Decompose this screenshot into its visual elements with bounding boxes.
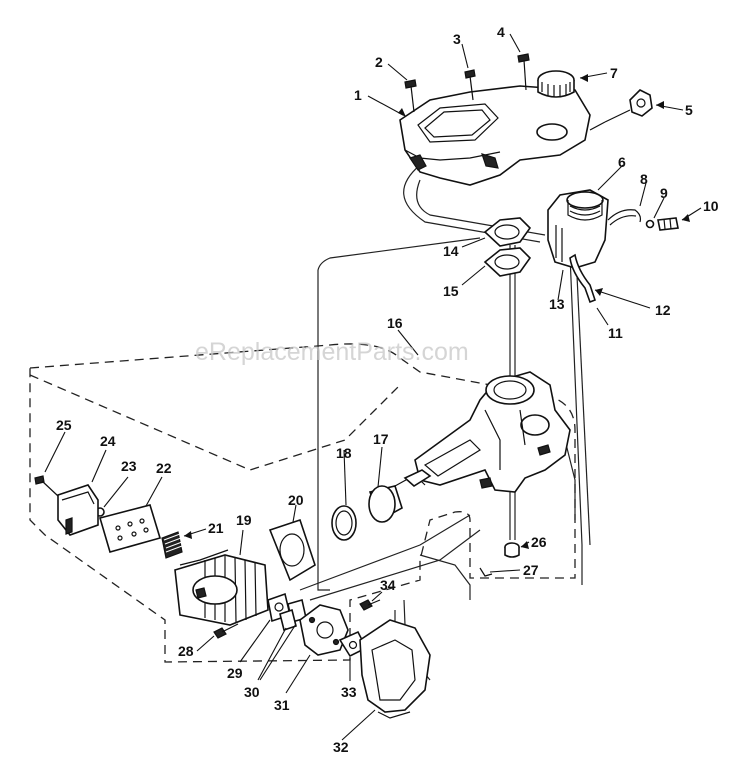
callout-34: 34 <box>380 577 396 593</box>
watermark: eReplacementParts.com <box>195 338 469 366</box>
screw-2 <box>404 79 417 113</box>
fuel-line-assembly <box>607 209 679 231</box>
piston <box>368 469 432 523</box>
gasket-15 <box>483 247 532 277</box>
callout-32: 32 <box>333 739 349 755</box>
callout-26: 26 <box>531 534 547 550</box>
muffler-cover <box>57 484 99 536</box>
callout-24: 24 <box>100 433 116 449</box>
bushing-26 <box>504 542 520 558</box>
callout-2: 2 <box>375 54 383 70</box>
screw-34 <box>359 599 381 611</box>
callout-13: 13 <box>549 296 565 312</box>
callout-21: 21 <box>208 520 224 536</box>
pin-27 <box>479 567 493 577</box>
callout-9: 9 <box>660 185 668 201</box>
screw-25 <box>34 475 59 497</box>
callout-19: 19 <box>236 512 252 528</box>
cylinder <box>174 549 269 626</box>
cylinder-gasket <box>268 518 316 582</box>
callout-30: 30 <box>244 684 260 700</box>
callout-5: 5 <box>685 102 693 118</box>
callout-20: 20 <box>288 492 304 508</box>
callout-10: 10 <box>703 198 719 214</box>
callout-3: 3 <box>453 31 461 47</box>
callout-7: 7 <box>610 65 618 81</box>
muffler-plate <box>98 504 162 553</box>
callout-22: 22 <box>156 460 172 476</box>
callout-numbers: 1 2 3 4 5 6 7 8 9 10 11 12 13 14 15 16 1… <box>56 24 719 755</box>
callout-15: 15 <box>443 283 459 299</box>
crankcase <box>414 371 571 493</box>
callout-8: 8 <box>640 171 648 187</box>
callout-11: 11 <box>608 325 623 341</box>
callout-25: 25 <box>56 417 72 433</box>
fuel-cap <box>537 70 575 98</box>
callout-28: 28 <box>178 643 194 659</box>
callout-14: 14 <box>443 243 459 259</box>
callout-23: 23 <box>121 458 137 474</box>
piston-ring <box>331 505 357 541</box>
tank-cover <box>399 85 591 186</box>
callout-29: 29 <box>227 665 243 681</box>
screen <box>161 531 183 559</box>
callout-33: 33 <box>341 684 357 700</box>
screw-28 <box>213 623 239 639</box>
screw-4 <box>517 53 530 91</box>
carburetor <box>299 604 349 656</box>
callout-12: 12 <box>655 302 671 318</box>
air-filter-housing <box>359 619 431 719</box>
callout-27: 27 <box>523 562 539 578</box>
callout-17: 17 <box>373 431 389 447</box>
callout-31: 31 <box>274 697 290 713</box>
subassembly-outline-inner <box>29 374 401 471</box>
fuel-tank <box>547 189 609 304</box>
callout-6: 6 <box>618 154 626 170</box>
callout-18: 18 <box>336 445 352 461</box>
callout-1: 1 <box>354 87 362 103</box>
fuel-line-fitting <box>589 89 653 131</box>
callout-4: 4 <box>497 24 505 40</box>
subassembly-outline <box>29 343 576 663</box>
gasket-14 <box>483 217 532 247</box>
callout-leaders <box>44 33 702 741</box>
callout-16: 16 <box>387 315 403 331</box>
screw-3 <box>464 69 476 101</box>
